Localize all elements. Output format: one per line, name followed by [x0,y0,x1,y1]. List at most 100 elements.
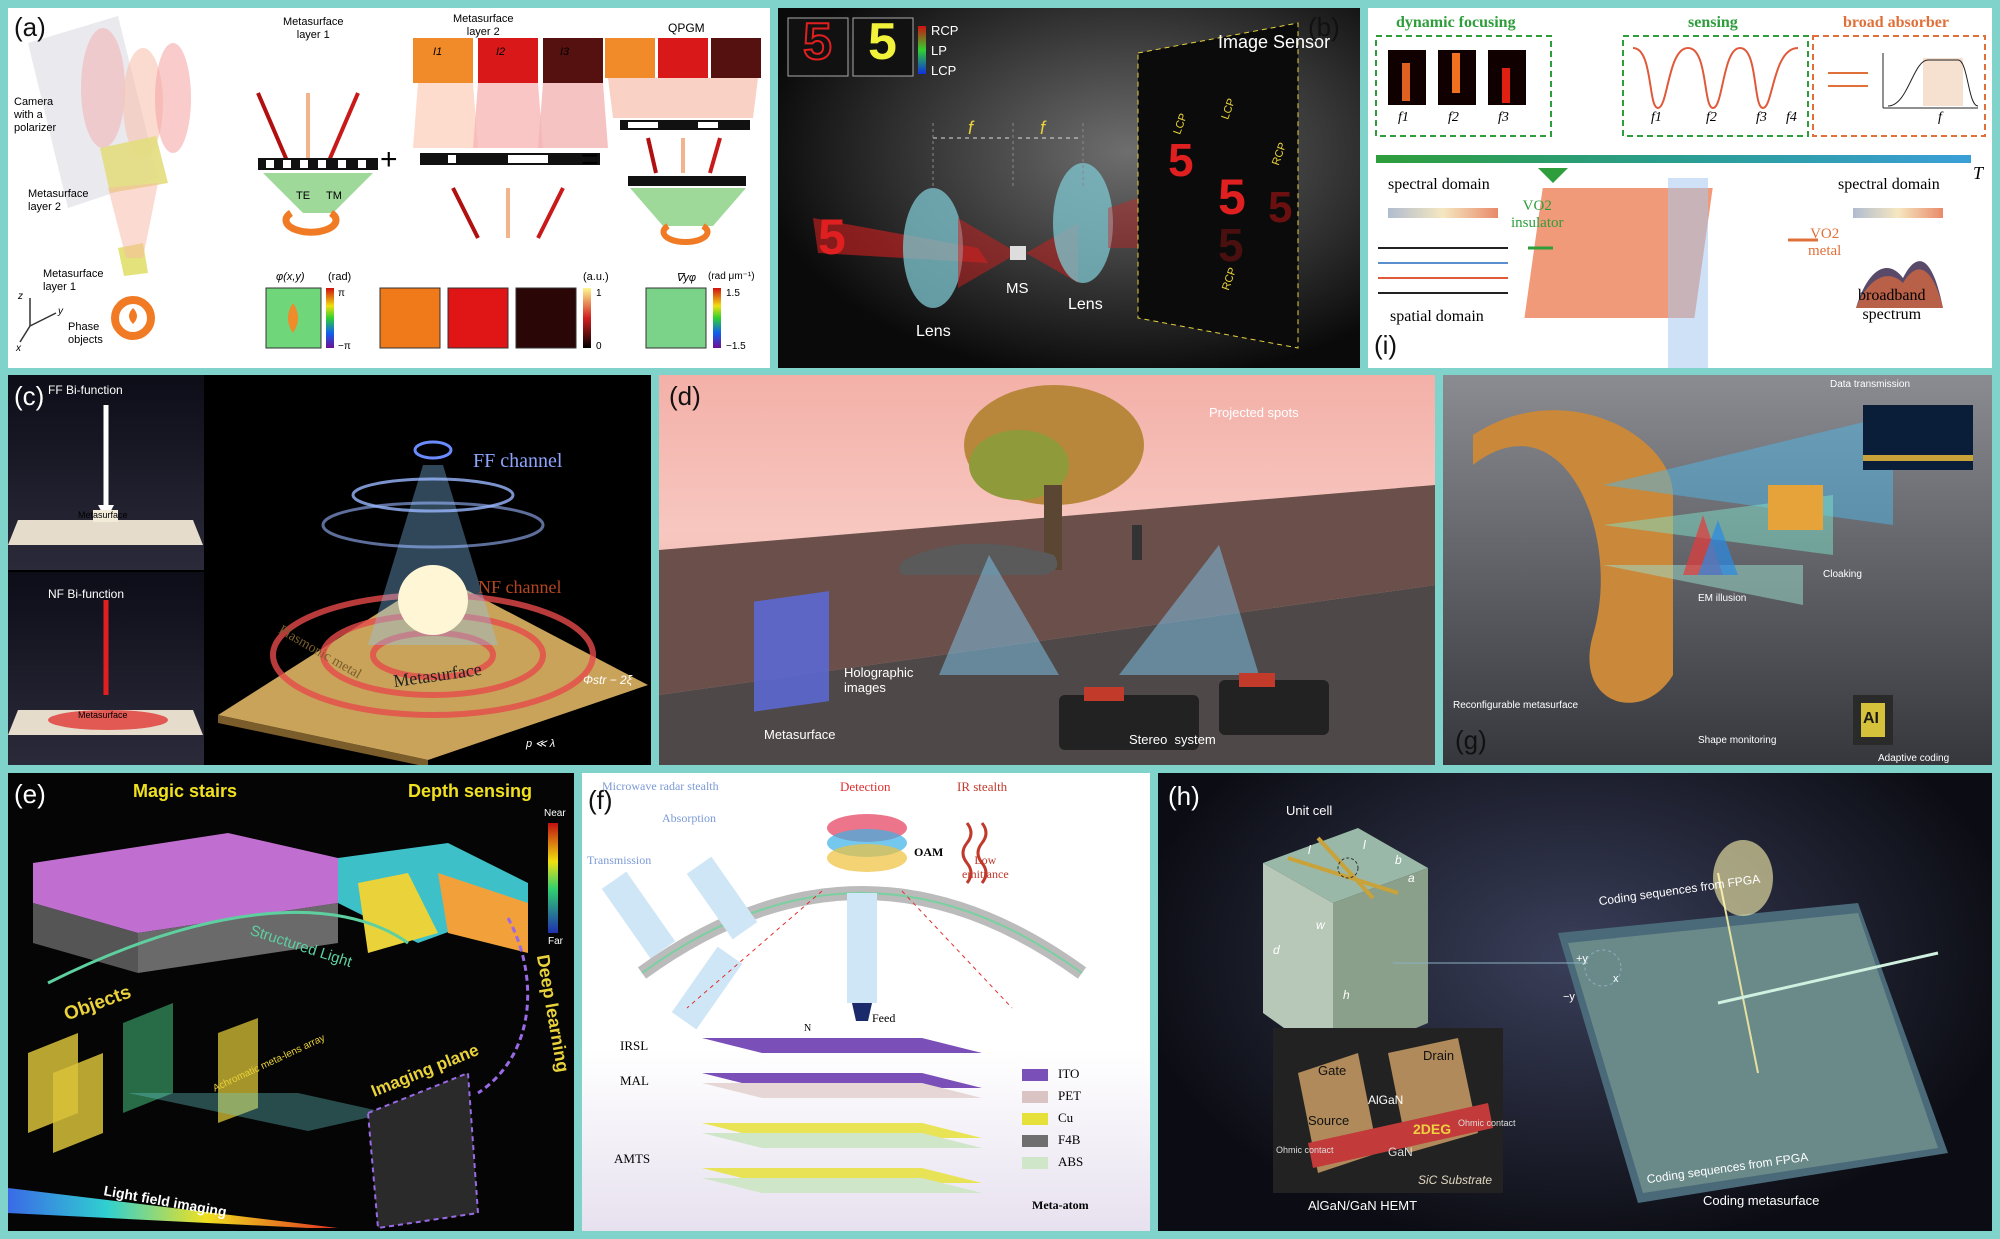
p15-label: 1.5 [726,288,740,299]
rad-label: (rad) [328,271,352,283]
pi-label: π [338,288,345,299]
panel-a-label: (a) [14,12,46,42]
deg-label: 2DEG [1413,1121,1452,1137]
panel-g: Data transmission Cloaking EM illusion R… [1443,375,1992,765]
plus-sign: + [380,143,398,176]
dim-l2: l [1363,838,1366,852]
i1-label: I1 [433,46,443,58]
abs-swatch [1022,1157,1048,1170]
legend-item-cu: Cu [1022,1107,1083,1129]
ohmic-1: Ohmic contact [1276,1145,1334,1155]
sensor-digit-1: 5 [1168,134,1194,186]
ff-channel: FF channel [473,450,563,472]
lcp-legend: LCP [931,63,957,78]
dim-l1: l [1308,843,1311,857]
equals-sign: = [581,143,599,176]
f2-a: f2 [1448,110,1459,125]
spectral-domain-right: spectral domain [1838,176,1940,193]
ff-ms-label: Metasurface [78,510,128,520]
digit-red: 5 [802,12,833,72]
lens1-label: Lens [916,323,951,340]
lp-legend: LP [931,43,947,58]
i3-label: I3 [560,46,570,58]
pet-swatch [1022,1091,1048,1104]
axis-x: x [1613,973,1619,985]
digit-yellow: 5 [868,13,897,71]
panel-e-label: (e) [14,779,46,809]
panel-b-art [787,17,1299,349]
rcp-legend: RCP [931,23,959,38]
vo2-insulator: VO2 insulator [1511,198,1564,231]
image-sensor-label: Image Sensor [1218,32,1331,52]
projected-spots: Projected spots [1209,405,1299,420]
input-digit: 5 [818,209,846,265]
p-lambda: p ≪ λ [526,738,556,750]
legend-item-abs: ABS [1022,1151,1083,1173]
f3-b: f3 [1756,110,1767,125]
axis-z-label: z [18,291,23,302]
n-label: N [804,1023,812,1034]
legend-item-f4b: F4B [1022,1129,1083,1151]
vo2-metal: VO2 metal [1808,226,1842,259]
broad-absorber-title: broad absorber [1843,14,1949,31]
ff-bifunction: FF Bi-function [48,383,123,397]
panel-h: (h) Unit cell AlGaN/GaN HEMT Coding meta… [1158,773,1992,1231]
col2-title: Metasurface layer 2 [453,13,514,38]
f2-b: f2 [1706,110,1717,125]
transmission-label: Transmission [587,853,652,867]
adaptive-coding: Adaptive coding [1878,753,1950,764]
oam-label: OAM [914,845,944,859]
f1-a: f1 [1398,110,1409,125]
dyn-focusing-title: dynamic focusing [1396,14,1516,31]
far-label: Far [548,936,563,947]
panel-g-label: (g) [1455,725,1487,755]
f3-a: f3 [1498,110,1509,125]
au-label: (a.u.) [583,271,609,283]
reconfigurable-ms: Reconfigurable metasurface [1453,700,1579,711]
magic-stairs: Magic stairs [133,781,238,801]
amts-label: AMTS [614,1151,651,1166]
unit-cell-label: Unit cell [1286,803,1333,818]
panel-f: (f) Microwave radar stealth Absorption T… [582,773,1150,1231]
metasurface-label-d: Metasurface [764,727,836,742]
phase-objects-label: Phase objects [68,321,103,346]
gan-label: GaN [1388,1145,1413,1159]
panel-h-art [1263,828,1948,1203]
ms1-label: Metasurface layer 1 [43,268,104,293]
radum-label: (rad μm⁻¹) [708,271,755,282]
panel-d-label: (d) [669,381,701,411]
mpi-label: −π [338,341,351,352]
zero-label: 0 [596,341,602,352]
coding-ms-label: Coding metasurface [1703,1193,1820,1208]
material-legend: ITO PET Cu F4B ABS [1022,1063,1083,1173]
panel-i: dynamic focusing sensing broad absorber … [1368,8,1992,368]
irsl-label: IRSL [620,1038,649,1053]
ito-swatch [1022,1069,1048,1082]
sensor-digit-3: 5 [1218,219,1244,271]
panel-a: (a) Camera with a polarizer Metasurface … [8,8,770,368]
panel-e-art [8,823,558,1230]
cu-swatch [1022,1113,1048,1126]
ms-label: MS [1006,280,1029,297]
data-transmission: Data transmission [1830,379,1911,390]
panel-a-art [19,16,761,349]
axis-py: +y [1576,953,1588,965]
detection-label: Detection [840,779,891,794]
dim-a: a [1408,871,1415,885]
mrs-label: Microwave radar stealth [602,779,719,793]
feed-label: Feed [872,1011,896,1025]
panel-d-art [659,385,1435,765]
meta-atom-label: Meta-atom [1032,1198,1089,1212]
absorption-label: Absorption [662,811,716,825]
hemt-label: AlGaN/GaN HEMT [1308,1198,1418,1213]
panel-c: (c) FF Bi-function NF Bi-function Metasu… [8,375,651,765]
panel-b-label: (b) [1308,12,1340,42]
axis-x-label: x [16,343,21,354]
ir-stealth-label: IR stealth [957,779,1008,794]
ohmic-2: Ohmic contact [1458,1118,1516,1128]
shape-monitoring: Shape monitoring [1698,735,1777,746]
near-label: Near [544,808,566,819]
low-emittance-label: Low emittance [962,853,1009,881]
sensing-title: sensing [1688,14,1738,31]
te-label: TE [296,190,311,202]
